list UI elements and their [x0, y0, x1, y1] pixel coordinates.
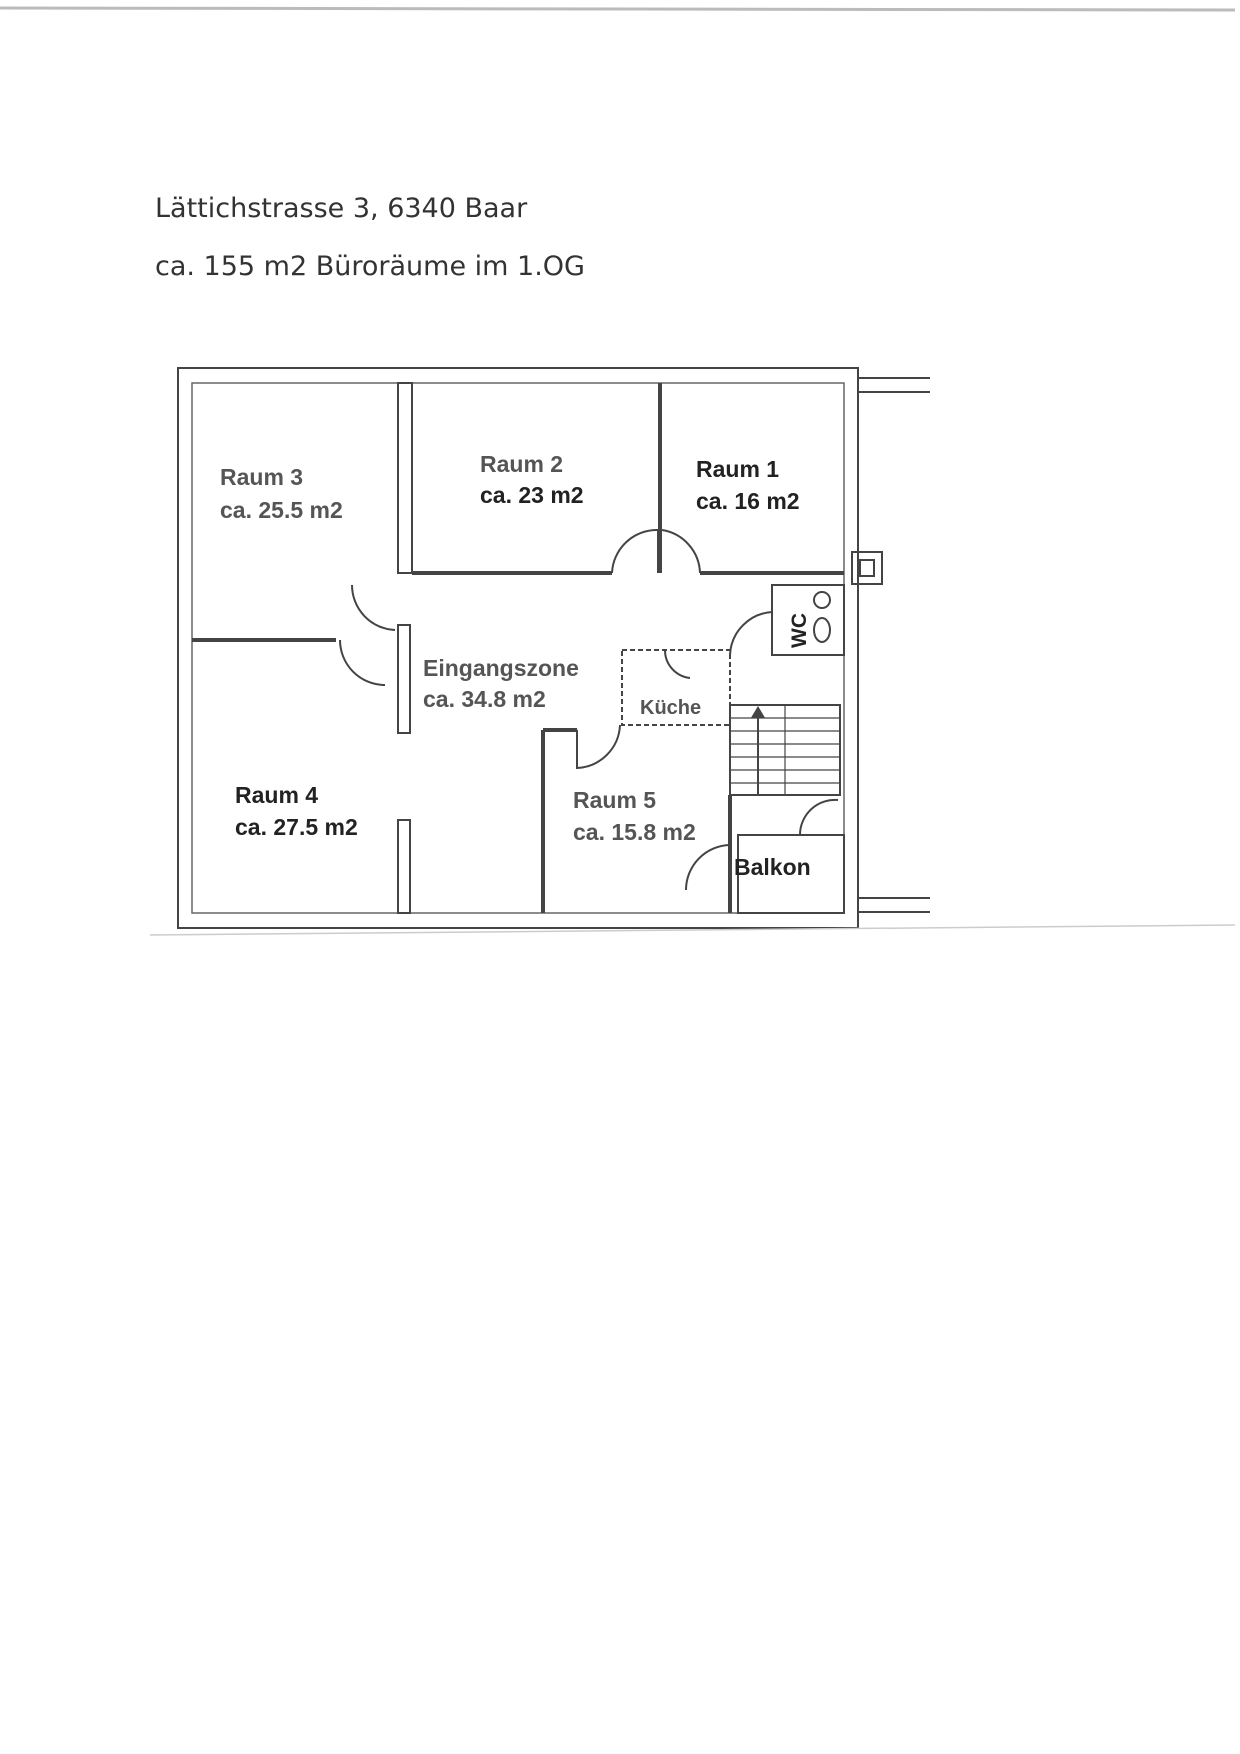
- washbasin: [813, 591, 831, 609]
- door-raum2: [611, 528, 659, 574]
- chimney-inner: [859, 559, 875, 577]
- room-label-raum-1: Raum 1: [696, 456, 779, 482]
- wc-room: [771, 584, 845, 656]
- scan-edge-bottom: [149, 924, 1236, 936]
- room-label-raum-4: Raum 4: [235, 782, 318, 808]
- door-stair: [798, 798, 839, 836]
- wall-raum4-right: [397, 819, 411, 914]
- stair-steps: [730, 705, 840, 795]
- outer-wall: [177, 367, 859, 929]
- room-area-raum-4: ca. 27.5 m2: [235, 814, 358, 840]
- wall-eingang-left: [397, 624, 411, 734]
- area-summary-line: ca. 155 m2 Büroräume im 1.OG: [155, 251, 585, 282]
- room-label-balkon: Balkon: [734, 854, 811, 880]
- room-label-eingangszone: Eingangszone: [423, 655, 579, 681]
- door-raum4-top: [339, 639, 386, 686]
- room-area-raum-2: ca. 23 m2: [480, 482, 584, 508]
- room-area-raum-3: ca. 25.5 m2: [220, 497, 343, 523]
- wall-raum3-raum2: [397, 382, 413, 574]
- stair-arrow-head: [751, 706, 765, 719]
- door-wc: [729, 611, 773, 656]
- room-area-raum-5: ca. 15.8 m2: [573, 819, 696, 845]
- scan-edge: [0, 6, 1236, 12]
- room-area-eingangszone: ca. 34.8 m2: [423, 686, 546, 712]
- room-area-raum-1: ca. 16 m2: [696, 488, 800, 514]
- balcony-area: [737, 834, 845, 914]
- door-raum3: [350, 584, 396, 631]
- address-line: Lättichstrasse 3, 6340 Baar: [155, 193, 528, 224]
- door-balcony: [685, 844, 731, 891]
- room-label-kueche: Küche: [640, 697, 701, 719]
- room-label-raum-5: Raum 5: [573, 787, 656, 813]
- door-raum1: [661, 529, 701, 574]
- door-kitchen: [663, 649, 691, 679]
- room-label-raum-2: Raum 2: [480, 451, 563, 477]
- door-raum5: [576, 724, 621, 770]
- toilet: [813, 617, 831, 643]
- chimney: [851, 551, 883, 585]
- kitchen-area: [621, 649, 731, 726]
- room-label-raum-3: Raum 3: [220, 464, 303, 490]
- room-label-wc: WC: [788, 613, 811, 648]
